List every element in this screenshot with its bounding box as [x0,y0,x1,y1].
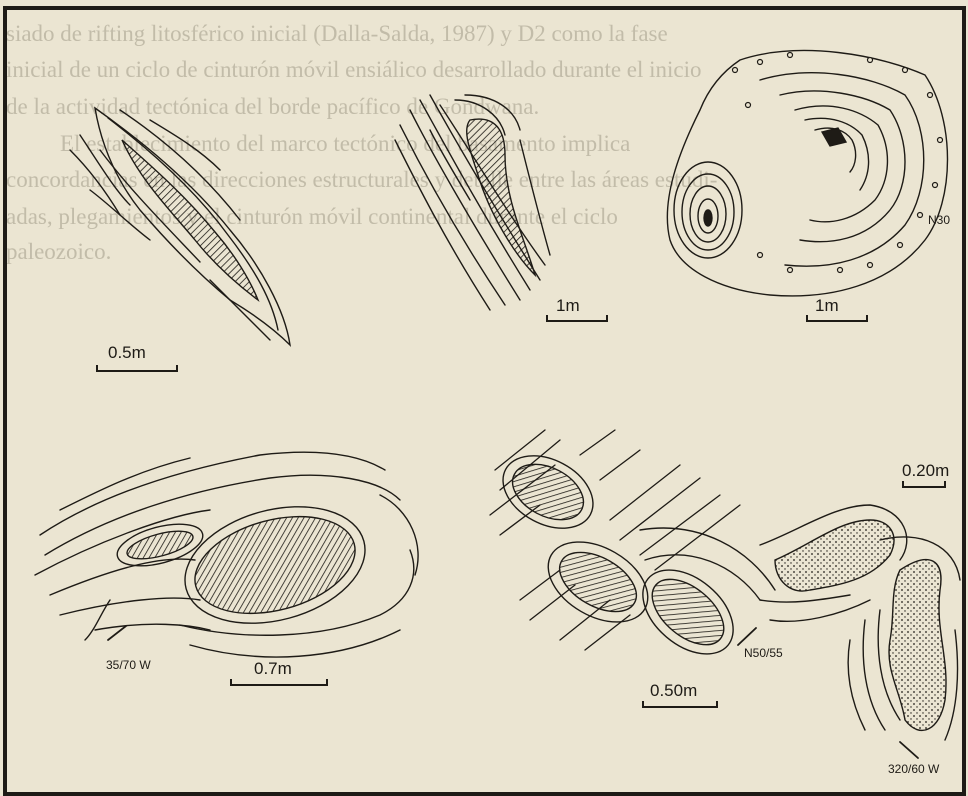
panel-f-scale-bar [902,486,946,488]
panel-c-sketch [667,51,947,296]
panel-a-sketch [70,108,290,345]
panel-b-sketch [395,95,550,310]
panel-e-scale-label: 0.50m [650,681,697,701]
panel-d-orientation-label: 35/70 W [106,658,151,672]
panel-d-sketch [35,452,418,657]
panel-c-scale-label: 1m [815,296,839,316]
panel-c-points [733,53,943,273]
panel-d-scale-bar [230,684,328,686]
panel-d-scale-label: 0.7m [254,659,292,679]
panel-e-orientation-label: N50/55 [744,646,783,660]
panel-f-orientation-label: 320/60 W [888,762,939,776]
panel-f-scale-label: 0.20m [902,461,949,481]
panel-e-sketch [490,430,775,671]
panel-a-scale-label: 0.5m [108,343,146,363]
panel-a-scale-bar [96,370,178,372]
panel-f-sketch [760,505,960,758]
panel-b-scale-bar [546,320,608,322]
panel-e-scale-bar [642,706,718,708]
panel-b-scale-label: 1m [556,296,580,316]
panel-c-scale-bar [806,320,868,322]
panel-c-orientation-label: N30 [928,213,950,227]
